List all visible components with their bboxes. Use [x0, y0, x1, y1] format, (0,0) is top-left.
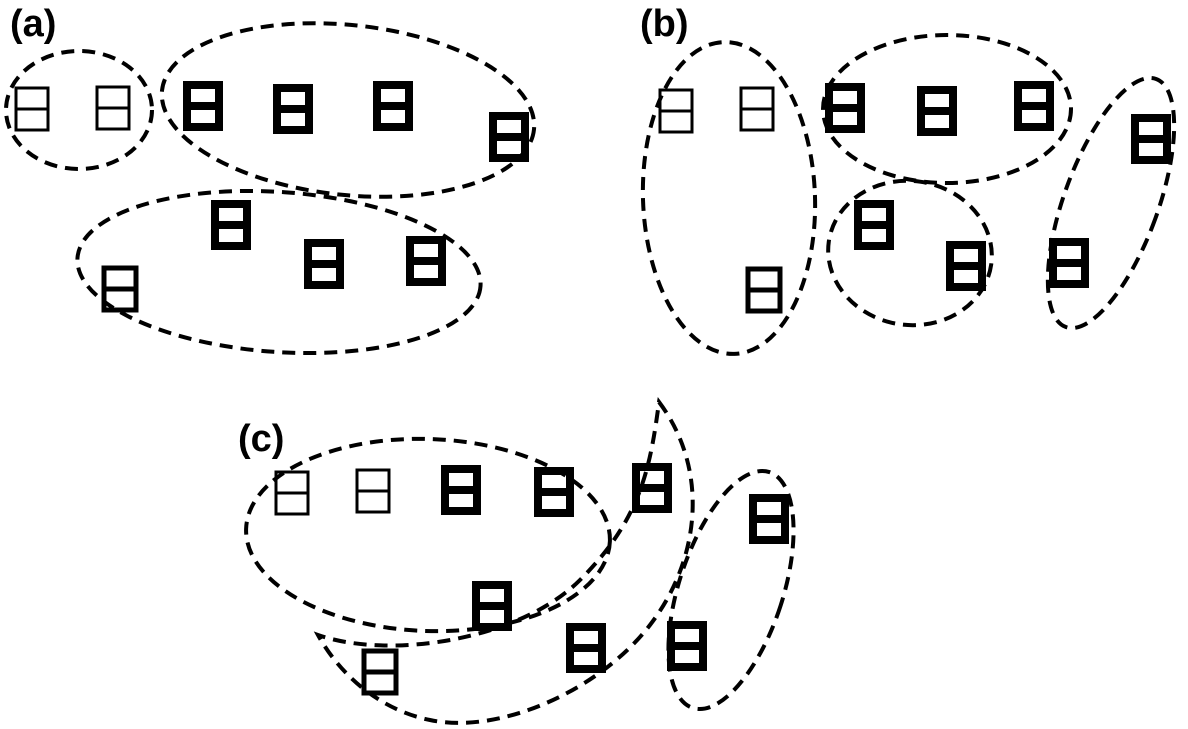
digit-glyph	[917, 86, 957, 136]
digit-glyph	[95, 85, 131, 131]
cluster-ellipse	[4, 49, 154, 171]
digit-glyph	[745, 266, 783, 314]
panel-label-c: (c)	[238, 418, 284, 460]
cluster-ellipse	[1045, 75, 1177, 331]
digit-glyph	[739, 86, 775, 132]
cluster-ellipse	[159, 21, 537, 199]
digit-glyph	[441, 465, 481, 515]
digit-glyph	[101, 265, 139, 313]
digit-glyph	[273, 84, 313, 134]
digit-glyph	[658, 88, 694, 134]
digit-glyph	[183, 81, 223, 131]
cluster-ellipse	[244, 436, 612, 634]
digit-glyph	[946, 241, 986, 291]
digit-glyph	[1014, 81, 1054, 131]
digit-glyph	[472, 581, 512, 631]
digit-glyph	[355, 468, 391, 514]
panel-c	[244, 396, 796, 725]
cluster-ellipse	[821, 33, 1073, 185]
cluster-ellipse	[826, 178, 994, 328]
digit-glyph	[373, 81, 413, 131]
digit-glyph	[534, 467, 574, 517]
digit-glyph	[304, 239, 344, 289]
digit-glyph	[489, 112, 529, 162]
digit-glyph	[1131, 114, 1171, 164]
digit-glyph	[854, 200, 894, 250]
cluster-ellipse	[75, 188, 483, 356]
digit-glyph	[211, 200, 251, 250]
digit-glyph	[14, 86, 50, 132]
panel-label-b: (b)	[640, 3, 689, 45]
digit-glyph	[406, 236, 446, 286]
digit-glyph	[825, 83, 865, 133]
digit-glyph	[274, 470, 310, 516]
cluster-ellipse	[640, 40, 818, 356]
digit-glyph	[361, 648, 399, 696]
digit-glyph	[1049, 238, 1089, 288]
digit-glyph	[667, 621, 707, 671]
digit-glyph	[632, 463, 672, 513]
panel-b	[640, 33, 1177, 356]
digit-glyph	[749, 494, 789, 544]
cluster-ellipse	[666, 468, 796, 712]
panel-a	[4, 21, 537, 356]
panel-label-a: (a)	[10, 3, 56, 45]
digit-glyph	[566, 623, 606, 673]
